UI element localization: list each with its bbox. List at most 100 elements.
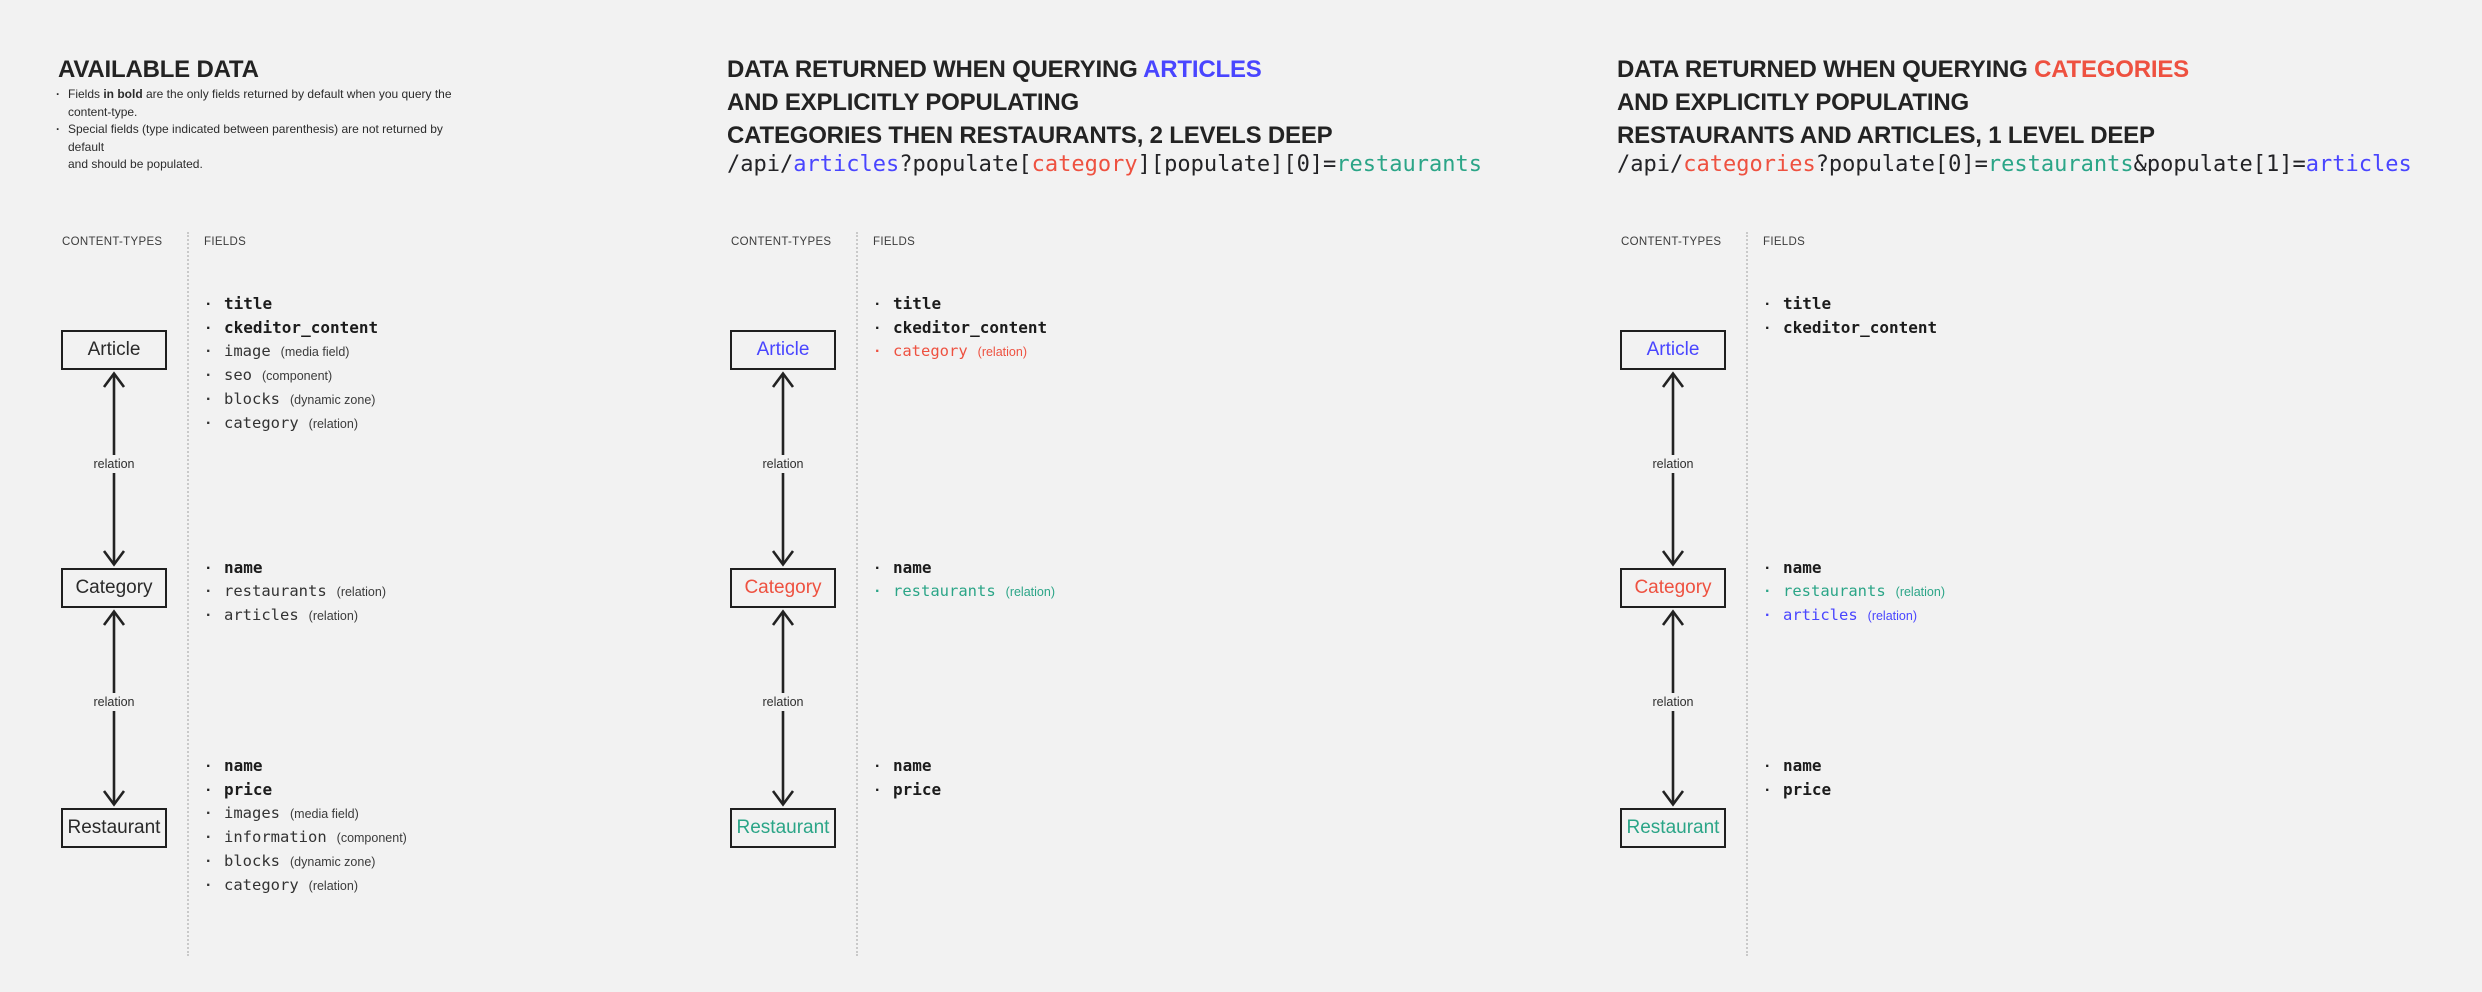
field-type: (relation) <box>1005 585 1055 599</box>
field-item: blocks (dynamic zone) <box>206 850 407 874</box>
field-name: price <box>1783 780 1832 799</box>
field-item: ckeditor_content <box>1765 316 1937 340</box>
field-type: (media field) <box>290 807 359 821</box>
query-segment-category: category <box>1031 152 1138 177</box>
content-type-box-article: Article <box>61 330 167 370</box>
panel-title: DATA RETURNED WHEN QUERYING ARTICLES AND… <box>727 53 1333 152</box>
query-segment-articles: articles <box>793 152 900 177</box>
query-segment: ?populate[ <box>899 152 1032 177</box>
field-name: price <box>893 780 942 799</box>
relation-label: relation <box>87 455 141 473</box>
content-type-box-restaurant: Restaurant <box>730 808 836 848</box>
panel-available-data: AVAILABLE DATA Fields in bold are the on… <box>56 0 748 992</box>
fields-list-category: name restaurants (relation) articles(rela… <box>206 556 386 628</box>
field-type: (component) <box>262 369 333 383</box>
field-name: articles <box>224 606 299 624</box>
field-name: restaurants <box>893 582 996 600</box>
fields-column-label: FIELDS <box>204 236 247 248</box>
field-item: name <box>1765 556 1945 580</box>
title-text: DATA RETURNED WHEN QUERYING <box>727 56 1144 84</box>
content-types-column-label: CONTENT-TYPES <box>62 236 163 248</box>
content-types-column-label: CONTENT-TYPES <box>1621 236 1722 248</box>
field-type: (relation) <box>308 417 358 431</box>
field-name: seo <box>224 366 252 384</box>
field-name: information <box>224 828 327 846</box>
field-type: (media field) <box>280 345 350 359</box>
field-item: ckeditor_content <box>875 316 1047 340</box>
box-label: Restaurant <box>736 817 830 838</box>
field-item: category (relation) <box>206 412 378 436</box>
box-label: Article <box>1646 339 1700 360</box>
field-item: category(relation) <box>206 874 407 898</box>
fields-list-article: title ckeditor_content category(relation… <box>875 292 1047 364</box>
fields-list-restaurant: name price images(media field) informati… <box>206 754 407 898</box>
relation-label: relation <box>756 693 810 711</box>
field-name: blocks <box>224 390 280 408</box>
fields-list-article: title ckeditor_content image(media field… <box>206 292 378 436</box>
field-name: blocks <box>224 852 280 870</box>
field-item: seo (component) <box>206 364 378 388</box>
title-text: RESTAURANTS AND ARTICLES, 1 LEVEL DEEP <box>1617 122 2155 150</box>
field-name: restaurants <box>224 582 327 600</box>
note-item: Fields in bold are the only fields retur… <box>54 86 474 121</box>
field-item: name <box>875 754 941 778</box>
field-type: (component) <box>336 831 407 845</box>
field-item: name <box>206 754 407 778</box>
panel-query-articles: DATA RETURNED WHEN QUERYING ARTICLES AND… <box>727 0 1482 992</box>
fields-list-category: name restaurants(relation) articles (rela… <box>1765 556 1945 628</box>
field-item: name <box>206 556 386 580</box>
content-types-column-label: CONTENT-TYPES <box>731 236 832 248</box>
title-text: AND EXPLICITLY POPULATING <box>1617 89 1969 117</box>
field-item: ckeditor_content <box>206 316 378 340</box>
title-text: CATEGORIES THEN RESTAURANTS, 2 LEVELS DE… <box>727 122 1333 150</box>
query-segment-categories: categories <box>1683 152 1816 177</box>
fields-list-category: name restaurants (relation) <box>875 556 1055 604</box>
panel-title: DATA RETURNED WHEN QUERYING CATEGORIES A… <box>1617 53 2189 152</box>
title-text: DATA RETURNED WHEN QUERYING <box>1617 56 2035 84</box>
field-name: title <box>224 294 273 313</box>
field-name: name <box>893 756 932 775</box>
box-label: Category <box>1634 577 1712 598</box>
field-type: (dynamic zone) <box>290 855 376 869</box>
content-type-box-article: Article <box>730 330 836 370</box>
field-item: restaurants (relation) <box>206 580 386 604</box>
field-item: price <box>206 778 407 802</box>
field-name: name <box>893 558 932 577</box>
field-item: category(relation) <box>875 340 1047 364</box>
field-item: name <box>1765 754 1831 778</box>
field-item: restaurants(relation) <box>1765 580 1945 604</box>
field-item: price <box>875 778 941 802</box>
content-type-box-category: Category <box>730 568 836 608</box>
box-label: Category <box>75 577 153 598</box>
field-type: (relation) <box>308 879 358 893</box>
query-segment: &populate[1]= <box>2133 152 2306 177</box>
query-segment-restaurants: restaurants <box>1336 152 1483 177</box>
field-item: articles(relation) <box>206 604 386 628</box>
content-type-box-restaurant: Restaurant <box>61 808 167 848</box>
field-name: name <box>1783 558 1822 577</box>
field-item: title <box>1765 292 1937 316</box>
query-segment: /api/ <box>1617 152 1684 177</box>
content-type-box-restaurant: Restaurant <box>1620 808 1726 848</box>
field-type: (relation) <box>1867 609 1917 623</box>
field-name: category <box>224 414 299 432</box>
query-segment: ?populate[0]= <box>1815 152 1988 177</box>
note-text: are the only fields returned by default … <box>68 87 452 119</box>
title-highlight-categories: CATEGORIES <box>2034 56 2189 84</box>
field-name: category <box>893 342 968 360</box>
api-query-articles: /api/articles?populate[category][populat… <box>727 152 1482 177</box>
relation-label: relation <box>756 455 810 473</box>
field-name: ckeditor_content <box>893 318 1048 337</box>
notes-list: Fields in bold are the only fields retur… <box>54 86 474 174</box>
relation-label: relation <box>87 693 141 711</box>
field-item: articles (relation) <box>1765 604 1945 628</box>
field-item: image(media field) <box>206 340 378 364</box>
field-type: (relation) <box>336 585 386 599</box>
field-name: name <box>224 558 263 577</box>
field-name: ckeditor_content <box>224 318 379 337</box>
box-label: Article <box>756 339 810 360</box>
field-item: information (component) <box>206 826 407 850</box>
field-name: articles <box>1783 606 1858 624</box>
query-segment: ][populate][0]= <box>1137 152 1337 177</box>
